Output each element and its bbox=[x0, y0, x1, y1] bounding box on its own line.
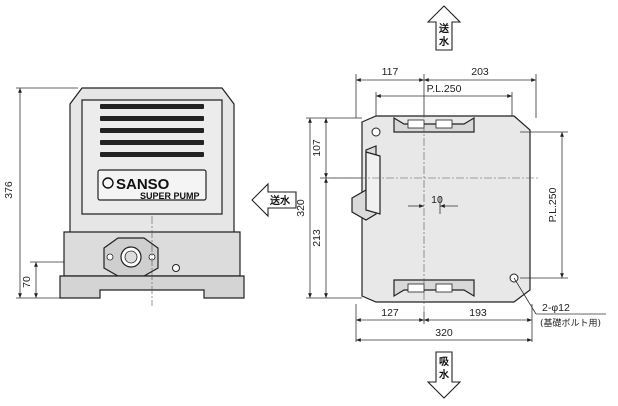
bottom-right-dim: 193 bbox=[469, 307, 487, 319]
bottom-left-dim: 127 bbox=[381, 307, 399, 319]
top-left-dim: 117 bbox=[382, 66, 399, 78]
left-dimension-column: 320 107 213 bbox=[295, 117, 424, 299]
center-offset-dimension: 10 bbox=[408, 194, 458, 214]
front-brand: SANSO bbox=[116, 176, 170, 193]
bottom-dimension-row: 127 193 320 bbox=[355, 304, 533, 342]
pl-right-label: P.L.250 bbox=[547, 187, 559, 222]
mount-hole-top bbox=[371, 127, 381, 137]
pl-right-dimension: P.L.250 bbox=[520, 131, 568, 279]
front-height-dimension: 376 bbox=[3, 87, 100, 299]
left-lower-dim: 213 bbox=[311, 229, 323, 247]
bottom-total-dim: 320 bbox=[435, 327, 453, 339]
front-base-label: 70 bbox=[21, 276, 33, 288]
top-right-dim: 203 bbox=[471, 66, 489, 78]
front-pump-body: SANSO SUPER PUMP bbox=[59, 87, 245, 306]
front-height-label: 376 bbox=[3, 181, 15, 199]
vent-louvers bbox=[100, 104, 204, 157]
suction-label: 吸 水 bbox=[426, 351, 462, 399]
front-base-dimension: 70 bbox=[21, 261, 68, 298]
front-view: 376 70 SANSO SUPER PUM bbox=[3, 87, 245, 306]
center-offset-label: 10 bbox=[431, 194, 443, 206]
pl-top-dimension: P.L.250 bbox=[375, 83, 513, 124]
left-upper-dim: 107 bbox=[311, 139, 323, 157]
brand-logo-icon bbox=[102, 177, 114, 189]
suction-flange bbox=[103, 237, 159, 277]
pl-top-label: P.L.250 bbox=[427, 83, 462, 95]
left-total-dim: 320 bbox=[295, 199, 307, 217]
side-view: 117 203 P.L.250 320 107 213 bbox=[295, 66, 606, 342]
discharge-side-label: 送水 bbox=[251, 182, 297, 218]
suction-char-1: 吸 bbox=[439, 356, 450, 368]
discharge-top-char-2: 水 bbox=[438, 35, 450, 48]
drain-plug bbox=[172, 264, 180, 272]
hole-spec: 2-φ12 bbox=[542, 302, 570, 314]
suction-char-2: 水 bbox=[438, 368, 450, 381]
discharge-side-text: 送水 bbox=[269, 194, 291, 207]
hole-usage: (基礎ボルト用) bbox=[540, 317, 601, 329]
discharge-top-label: 送 水 bbox=[426, 5, 462, 51]
side-pump-body bbox=[330, 110, 540, 312]
front-model: SUPER PUMP bbox=[140, 191, 200, 201]
hole-note: 2-φ12 (基礎ボルト用) bbox=[513, 277, 606, 329]
discharge-top-char-1: 送 bbox=[438, 22, 450, 35]
